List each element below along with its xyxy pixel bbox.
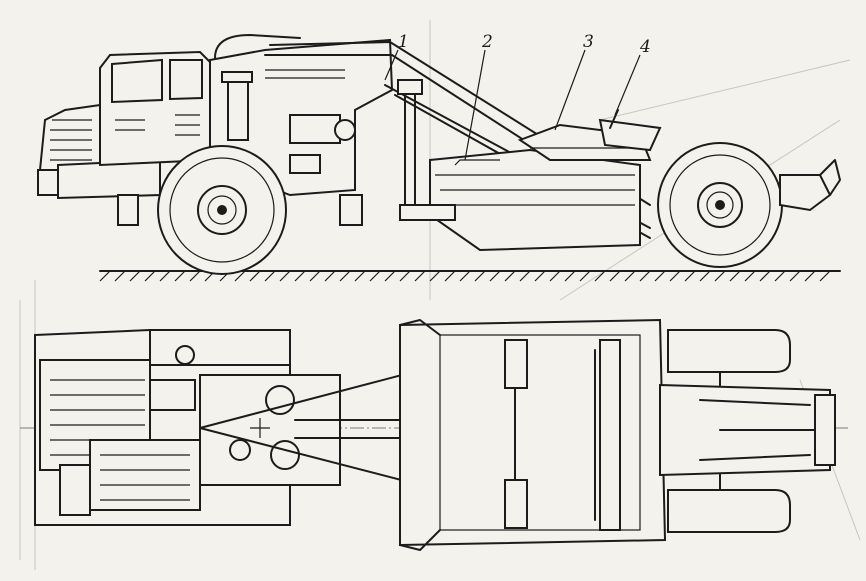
operator-cab <box>99 50 211 167</box>
callout-4: 4 <box>639 37 651 57</box>
tractor-plan <box>34 329 341 526</box>
rear-wheel <box>657 142 783 268</box>
push-block <box>779 159 841 212</box>
callout-3: 3 <box>583 32 594 52</box>
bowl-plan <box>399 318 667 551</box>
rear-wheels-plan <box>667 329 791 533</box>
tractor-hood <box>37 103 161 226</box>
callout-2: 2 <box>481 32 493 52</box>
front-wheel <box>157 145 287 275</box>
callout-leaders <box>384 49 641 161</box>
callout-labels: 1 2 3 4 <box>398 32 651 57</box>
rear-frame-plan <box>659 383 836 477</box>
scraper-bowl <box>399 148 641 252</box>
plan-view <box>20 318 850 551</box>
side-view: 1 2 3 4 <box>37 32 841 282</box>
ejector <box>598 109 662 152</box>
callout-1: 1 <box>398 32 409 52</box>
